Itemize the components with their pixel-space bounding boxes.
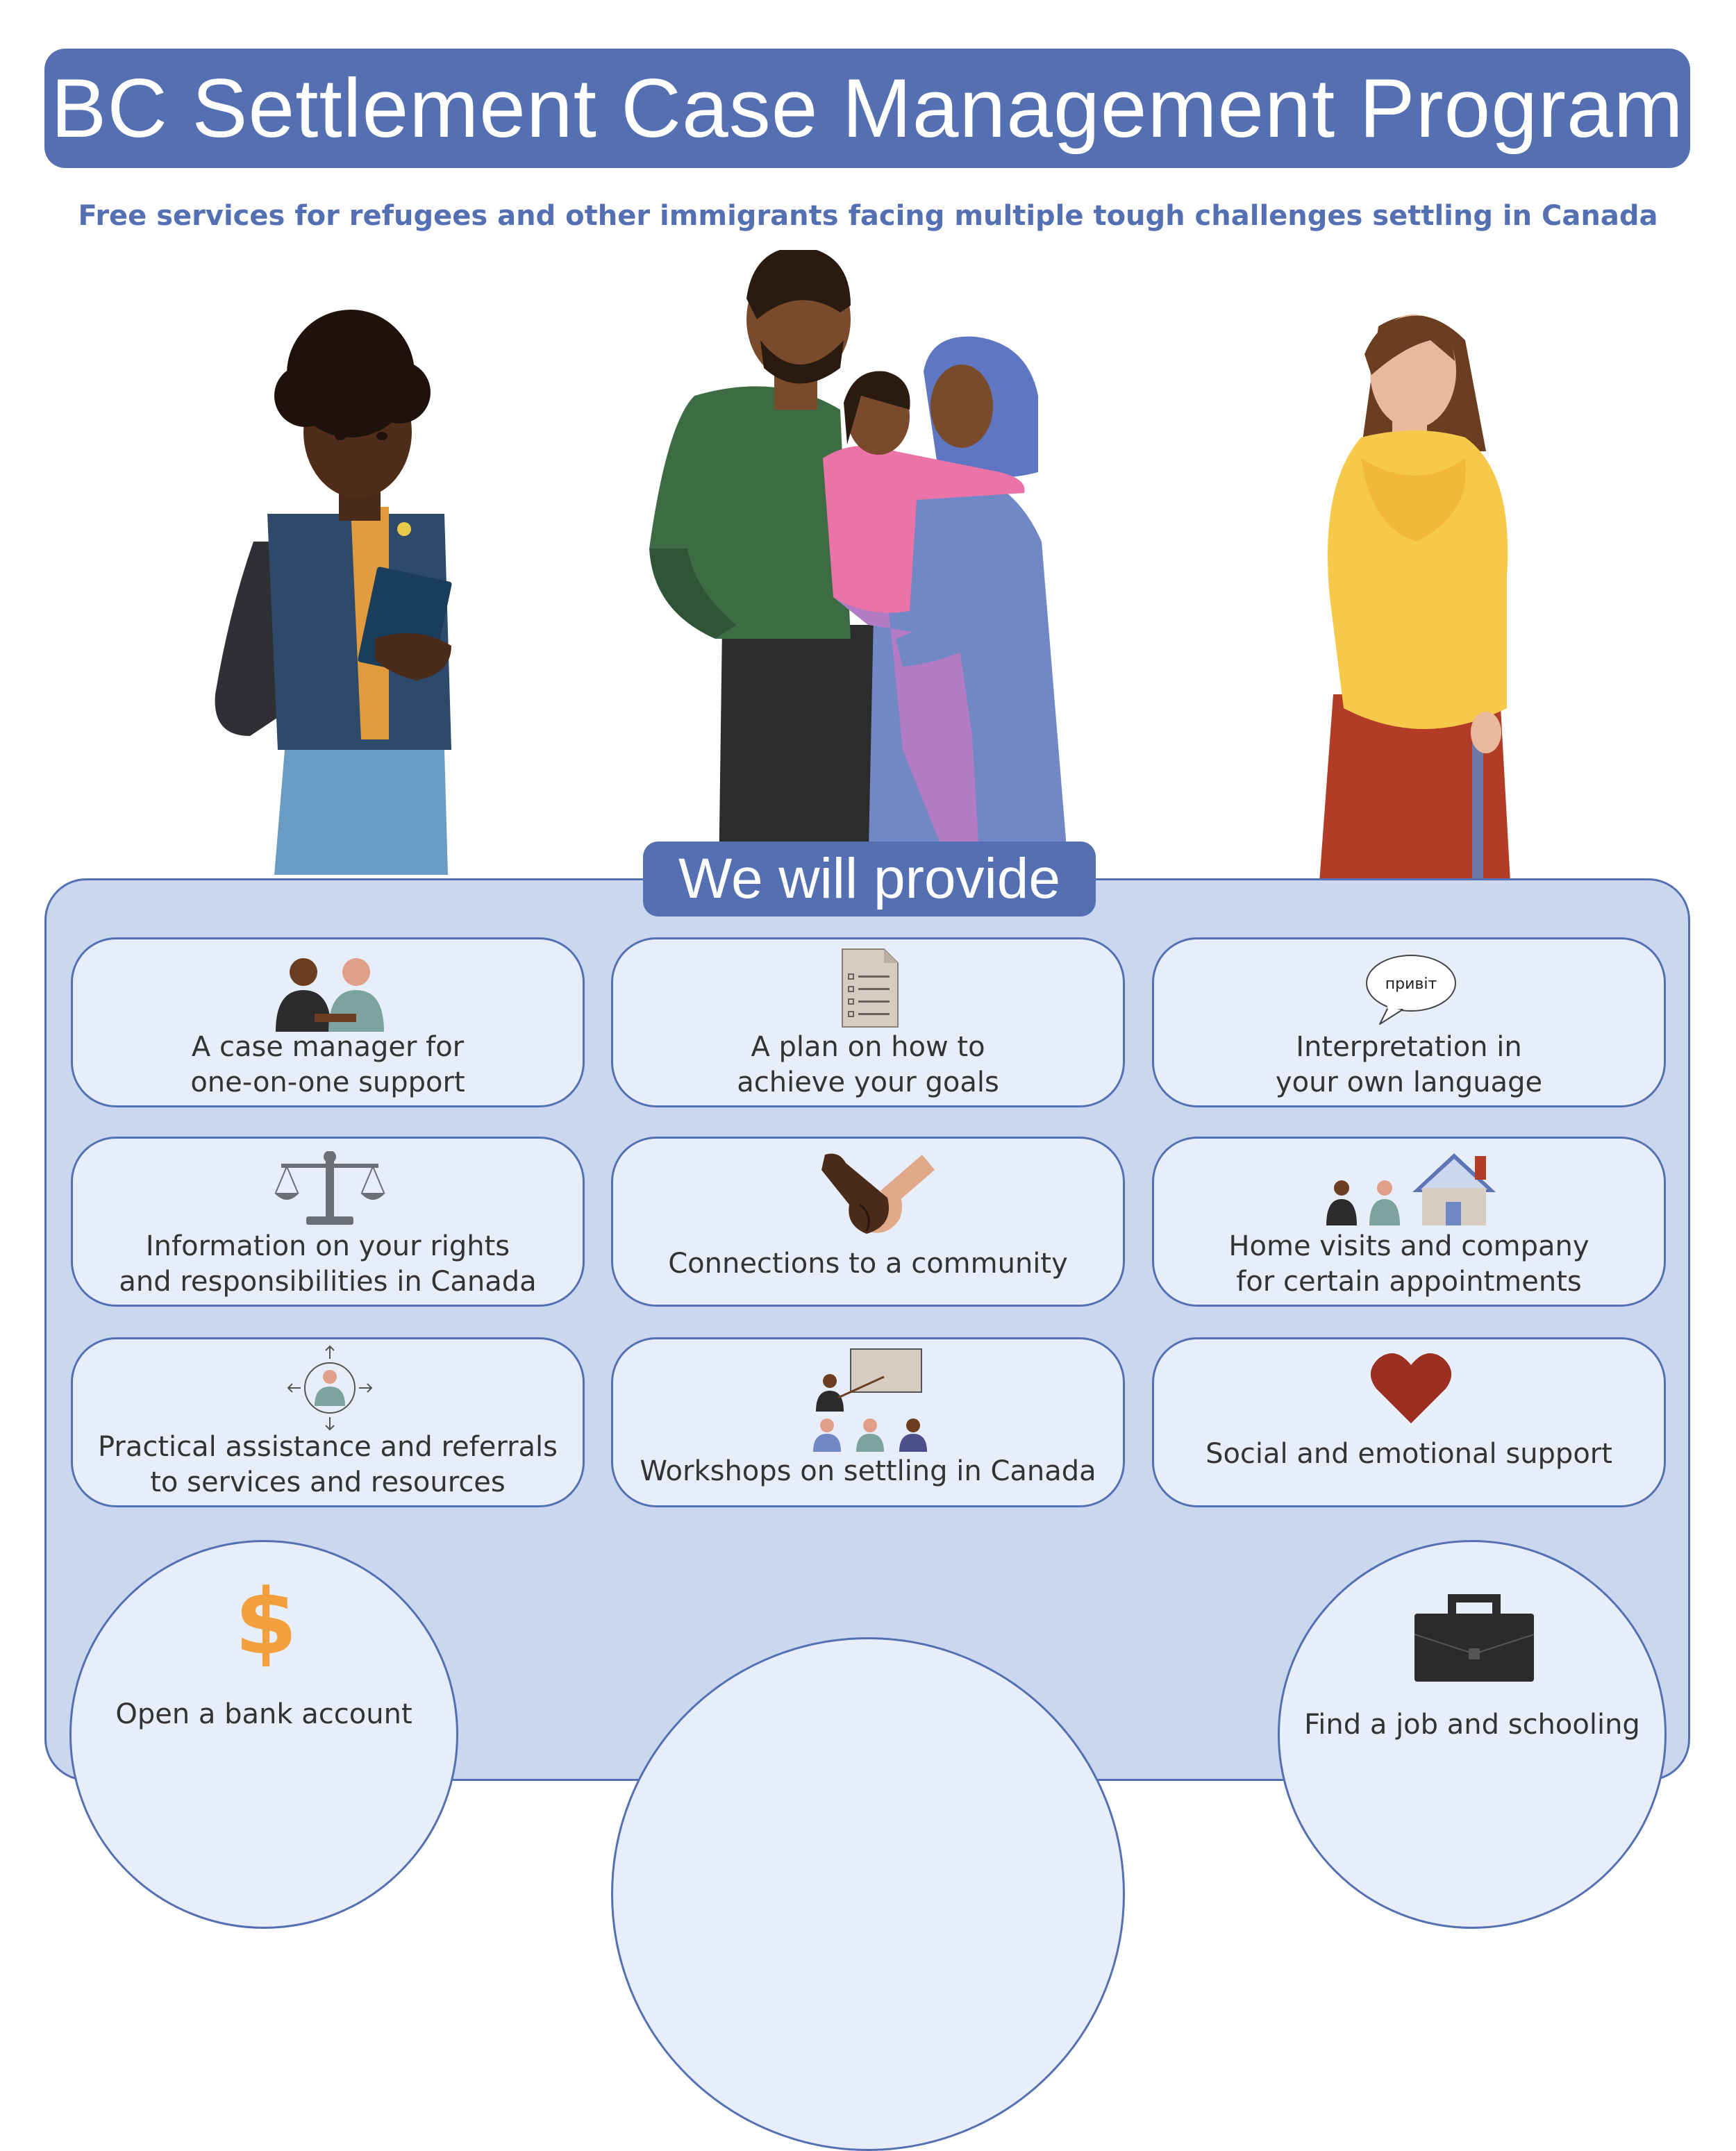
subtitle: Free services for refugees and other imm… bbox=[78, 200, 1658, 232]
scales-icon bbox=[274, 1151, 385, 1225]
service-card-rights: Information on your rights and responsib… bbox=[71, 1137, 585, 1307]
people-illustration bbox=[215, 250, 1510, 882]
service-card-workshops: Workshops on settling in Canada bbox=[611, 1337, 1125, 1507]
card-text: Social and emotional support bbox=[1154, 1437, 1664, 1472]
service-card-referrals: Practical assistance and referrals to se… bbox=[71, 1337, 585, 1507]
circle-job-schooling: Find a job and schooling bbox=[1278, 1540, 1667, 1929]
service-card-case-manager: A case manager for one-on-one support bbox=[71, 937, 585, 1107]
card-line1: Interpretation in bbox=[1296, 1031, 1522, 1063]
card-text: Connections to a community bbox=[613, 1246, 1123, 1282]
circle-center bbox=[611, 1637, 1125, 2151]
family-figure bbox=[649, 250, 1069, 882]
home-visit-icon bbox=[1326, 1153, 1496, 1225]
provide-heading-tab: We will provide bbox=[643, 842, 1096, 917]
card-text: Interpretation in your own language bbox=[1154, 1030, 1664, 1100]
holding-hands-icon bbox=[821, 1153, 935, 1234]
page-title: BC Settlement Case Management Program bbox=[51, 62, 1684, 155]
card-line1: A case manager for bbox=[191, 1031, 465, 1063]
card-line2: achieve your goals bbox=[737, 1066, 999, 1098]
checklist-icon bbox=[842, 948, 899, 1028]
woman-figure bbox=[1319, 315, 1510, 882]
title-banner: BC Settlement Case Management Program bbox=[44, 49, 1690, 168]
circle-label: Find a job and schooling bbox=[1304, 1709, 1640, 1741]
service-card-interpretation: привіт Interpretation in your own langua… bbox=[1152, 937, 1666, 1107]
card-text: Information on your rights and responsib… bbox=[73, 1229, 583, 1300]
briefcase-icon bbox=[1414, 1594, 1535, 1682]
card-line1: Social and emotional support bbox=[1205, 1438, 1612, 1470]
service-card-community: Connections to a community bbox=[611, 1137, 1125, 1307]
card-line1: Practical assistance and referrals bbox=[98, 1431, 558, 1463]
card-text: A case manager for one-on-one support bbox=[73, 1030, 583, 1100]
two-people-icon bbox=[276, 958, 384, 1032]
workshop-icon bbox=[813, 1348, 927, 1452]
card-line1: Workshops on settling in Canada bbox=[640, 1455, 1096, 1487]
young-man-figure bbox=[215, 310, 452, 875]
circle-bank-account: $ Open a bank account bbox=[69, 1540, 458, 1929]
dollar-icon: $ bbox=[235, 1577, 297, 1667]
card-line1: Information on your rights bbox=[145, 1230, 510, 1262]
provide-heading: We will provide bbox=[678, 847, 1060, 910]
service-card-plan: A plan on how to achieve your goals bbox=[611, 937, 1125, 1107]
referral-icon bbox=[287, 1345, 373, 1431]
speech-bubble-icon: привіт bbox=[1366, 955, 1456, 1025]
svg-text:$: $ bbox=[235, 1577, 297, 1667]
card-line2: one-on-one support bbox=[190, 1066, 465, 1098]
card-line2: to services and resources bbox=[150, 1466, 506, 1498]
circle-label: Open a bank account bbox=[115, 1698, 412, 1730]
card-line1: Connections to a community bbox=[668, 1248, 1068, 1280]
service-card-home-visits: Home visits and company for certain appo… bbox=[1152, 1137, 1666, 1307]
heart-icon bbox=[1370, 1353, 1452, 1423]
card-line1: Home visits and company bbox=[1228, 1230, 1589, 1262]
card-text: A plan on how to achieve your goals bbox=[613, 1030, 1123, 1100]
card-line2: and responsibilities in Canada bbox=[119, 1266, 537, 1298]
card-line2: your own language bbox=[1275, 1066, 1543, 1098]
service-card-emotional: Social and emotional support bbox=[1152, 1337, 1666, 1507]
card-text: Practical assistance and referrals to se… bbox=[73, 1430, 583, 1500]
card-line1: A plan on how to bbox=[751, 1031, 985, 1063]
card-line2: for certain appointments bbox=[1236, 1266, 1582, 1298]
bubble-text: привіт bbox=[1385, 976, 1437, 993]
card-text: Home visits and company for certain appo… bbox=[1154, 1229, 1664, 1300]
card-text: Workshops on settling in Canada bbox=[613, 1454, 1123, 1489]
